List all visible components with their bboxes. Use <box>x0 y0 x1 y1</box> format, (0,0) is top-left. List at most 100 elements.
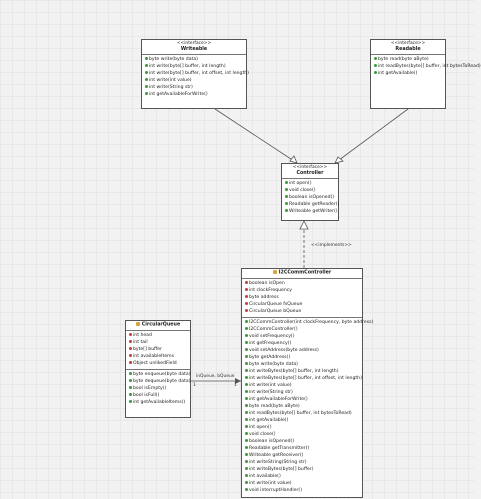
member-row[interactable]: int writeString(String str) <box>245 459 359 466</box>
member-text: Object unlikedField <box>133 360 177 366</box>
member-row[interactable]: boolean isOpened() <box>285 194 335 201</box>
member-row[interactable]: byte read(byte aByte) <box>245 403 359 410</box>
member-row[interactable]: int write(byte[] buffer, int length) <box>145 63 243 70</box>
member-text: int tail <box>133 339 148 345</box>
public-visibility-icon <box>145 84 148 88</box>
member-text: boolean isOpened() <box>289 194 335 200</box>
member-text: Writeable getWriter() <box>289 208 338 214</box>
member-row[interactable]: bool isEmpty() <box>129 385 187 392</box>
member-row[interactable]: int write(String str) <box>245 389 359 396</box>
member-text: int clockFrequency <box>249 287 292 293</box>
member-row[interactable]: int getFrequency() <box>245 340 359 347</box>
member-row[interactable]: Object unlikedField <box>129 360 187 367</box>
member-row[interactable]: boolean isOpen <box>245 280 359 287</box>
member-row[interactable]: void setFrequency() <box>245 333 359 340</box>
public-visibility-icon <box>374 70 377 74</box>
public-visibility-icon <box>245 452 248 456</box>
member-row[interactable]: int getAvailableForWrite() <box>245 396 359 403</box>
readable-controller-link <box>334 108 409 164</box>
member-text: int getAvailableForWrite() <box>249 396 308 402</box>
private-visibility-icon <box>245 280 248 284</box>
member-row[interactable]: int availableItems <box>129 353 187 360</box>
member-row[interactable]: byte address <box>245 294 359 301</box>
member-row[interactable]: void close() <box>285 187 335 194</box>
member-row[interactable]: int write(int value) <box>145 77 243 84</box>
member-row[interactable]: int writeBytes(byte[] buffer, int offset… <box>245 375 362 382</box>
member-row[interactable]: CircularQueue bQueue <box>245 308 359 315</box>
member-text: I2CCommController() <box>249 326 298 332</box>
member-row[interactable]: byte write(byte data) <box>145 56 243 63</box>
member-row[interactable]: int getAvailable() <box>374 70 442 77</box>
member-row[interactable]: int readBytes(byte[] buffer, int bytesTo… <box>374 63 481 70</box>
member-row[interactable]: int readBytes(byte[] buffer, int bytesTo… <box>245 410 359 417</box>
writeable-interface[interactable]: <<interface>> Writeable byte write(byte … <box>141 39 249 109</box>
member-row[interactable]: Readable getReader() <box>285 201 339 208</box>
member-row[interactable]: void setAddress(byte address) <box>245 347 359 354</box>
member-row[interactable]: int open() <box>245 424 359 431</box>
member-row[interactable]: int clockFrequency <box>245 287 359 294</box>
member-row[interactable]: int write(int value) <box>245 480 359 487</box>
member-row[interactable]: byte write(byte data) <box>245 361 359 368</box>
member-row[interactable]: void close() <box>245 431 359 438</box>
member-row[interactable]: CircularQueue fsQueue <box>245 301 359 308</box>
readable-methods: byte read(byte aByte)int readBytes(byte[… <box>371 55 481 79</box>
member-row[interactable]: int available() <box>245 473 359 480</box>
controller-methods: int open()void close()boolean isOpened()… <box>282 179 339 217</box>
member-row[interactable]: int head <box>129 332 187 339</box>
member-row[interactable]: int write(int value) <box>245 382 359 389</box>
public-visibility-icon <box>145 91 148 95</box>
member-row[interactable]: byte dequeue(byte data) <box>129 378 191 385</box>
member-row[interactable]: int write(String str) <box>145 84 243 91</box>
member-row[interactable]: byte getAddress() <box>245 354 359 361</box>
public-visibility-icon <box>245 340 248 344</box>
member-row[interactable]: int writeBytes(byte[] buffer, int length… <box>245 368 359 375</box>
member-text: CircularQueue fsQueue <box>249 301 303 307</box>
member-text: byte read(byte aByte) <box>249 403 300 409</box>
readable-header: <<interface>> Readable <box>371 40 445 55</box>
member-text: void setAddress(byte address) <box>249 347 319 353</box>
member-text: int write(int value) <box>249 480 292 486</box>
member-text: boolean isOpened() <box>249 438 295 444</box>
public-visibility-icon <box>245 431 248 435</box>
writeable-methods: byte write(byte data)int write(byte[] bu… <box>142 55 249 100</box>
member-row[interactable]: int open() <box>285 180 335 187</box>
member-row[interactable]: byte enqueue(byte data) <box>129 371 191 378</box>
member-row[interactable]: bool isFull() <box>129 392 187 399</box>
member-row[interactable]: I2CCommController() <box>245 326 359 333</box>
member-row[interactable]: int write(byte[] buffer, int offset, int… <box>145 70 249 77</box>
private-visibility-icon <box>245 308 248 312</box>
member-row[interactable]: int getAvailableItems() <box>129 399 187 406</box>
private-visibility-icon <box>245 301 248 305</box>
member-row[interactable]: I2CCommController(int clockFrequency, by… <box>245 319 373 326</box>
member-row[interactable]: void interruptHandler() <box>245 487 359 494</box>
public-visibility-icon <box>129 371 132 375</box>
public-visibility-icon <box>245 319 248 323</box>
member-row[interactable]: byte read(byte aByte) <box>374 56 442 63</box>
public-visibility-icon <box>245 480 248 484</box>
public-visibility-icon <box>245 473 248 477</box>
member-row[interactable]: int tail <box>129 339 187 346</box>
member-text: int readBytes(byte[] buffer, int bytesTo… <box>249 410 352 416</box>
member-row[interactable]: boolean isOpened() <box>245 438 359 445</box>
member-row[interactable]: byte[] buffer <box>129 346 187 353</box>
member-row[interactable]: Writeable getWriter() <box>285 208 338 215</box>
readable-interface[interactable]: <<interface>> Readable byte read(byte aB… <box>370 39 481 109</box>
member-row[interactable]: Readable getTransmitter() <box>245 445 359 452</box>
public-visibility-icon <box>245 375 248 379</box>
member-text: int getAvailableForWrite() <box>149 91 208 97</box>
i2c-name: I2CCommController <box>278 270 332 276</box>
public-visibility-icon <box>145 77 148 81</box>
member-row[interactable]: int writeBytes(byte[] buffer) <box>245 466 359 473</box>
member-text: int write(byte[] buffer, int length) <box>149 63 226 69</box>
member-text: int open() <box>289 180 312 186</box>
member-row[interactable]: Writeable getReceiver() <box>245 452 359 459</box>
member-text: I2CCommController(int clockFrequency, by… <box>249 319 374 325</box>
private-visibility-icon <box>245 287 248 291</box>
member-row[interactable]: int getAvailable() <box>245 417 359 424</box>
member-row[interactable]: int getAvailableForWrite() <box>145 91 243 98</box>
controller-interface[interactable]: <<interface>> Controller int open()void … <box>281 163 339 221</box>
member-text: boolean isOpen <box>249 280 285 286</box>
